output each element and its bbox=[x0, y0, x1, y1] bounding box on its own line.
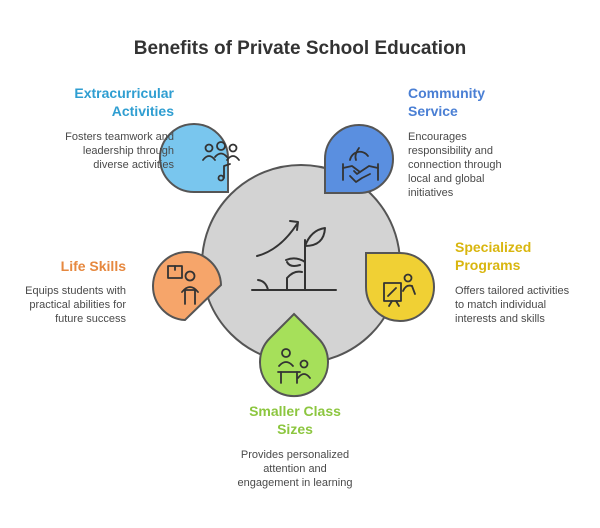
person-box-icon bbox=[167, 265, 199, 305]
life-skills-label-line1: Life Skills bbox=[60, 258, 126, 274]
specialized-label-line1: Specialized bbox=[455, 239, 532, 255]
extracurricular-node bbox=[159, 123, 240, 193]
extracurricular-description: Fosters teamwork and leadership through … bbox=[65, 131, 174, 171]
community-label-line2: Service bbox=[408, 103, 458, 119]
handshake-globe-icon bbox=[342, 147, 379, 183]
life-skills-label: Life Skills bbox=[20, 257, 126, 275]
extracurricular-label-line1: Extracurricular bbox=[74, 85, 174, 101]
smaller-class-node bbox=[259, 312, 329, 397]
diagram-title: Benefits of Private School Education bbox=[133, 38, 467, 59]
teacher-student-icon bbox=[277, 348, 311, 384]
people-music-icon bbox=[202, 141, 240, 182]
smaller-class-description: Provides personalized attention and enga… bbox=[237, 449, 353, 489]
life-skills-node bbox=[152, 251, 223, 322]
smaller-class-label-line1: Smaller Class bbox=[249, 403, 341, 419]
growth-plant-icon bbox=[251, 220, 337, 291]
specialized-label: Specialized Programs bbox=[455, 238, 585, 274]
smaller-class-label: Smaller Class Sizes bbox=[220, 402, 370, 438]
smaller-class-label-line2: Sizes bbox=[277, 421, 313, 437]
community-label: Community Service bbox=[408, 84, 558, 120]
community-label-line1: Community bbox=[408, 85, 485, 101]
life-skills-description: Equips students with practical abilities… bbox=[25, 285, 126, 325]
extracurricular-label-line2: Activities bbox=[111, 103, 174, 119]
specialized-description: Offers tailored activities to match indi… bbox=[455, 285, 570, 325]
presentation-board-icon bbox=[383, 273, 416, 307]
community-description: Encourages responsibility and connection… bbox=[408, 131, 502, 199]
community-node bbox=[324, 124, 394, 194]
specialized-node bbox=[365, 252, 435, 322]
specialized-label-line2: Programs bbox=[455, 257, 521, 273]
extracurricular-label: Extracurricular Activities bbox=[40, 84, 174, 120]
